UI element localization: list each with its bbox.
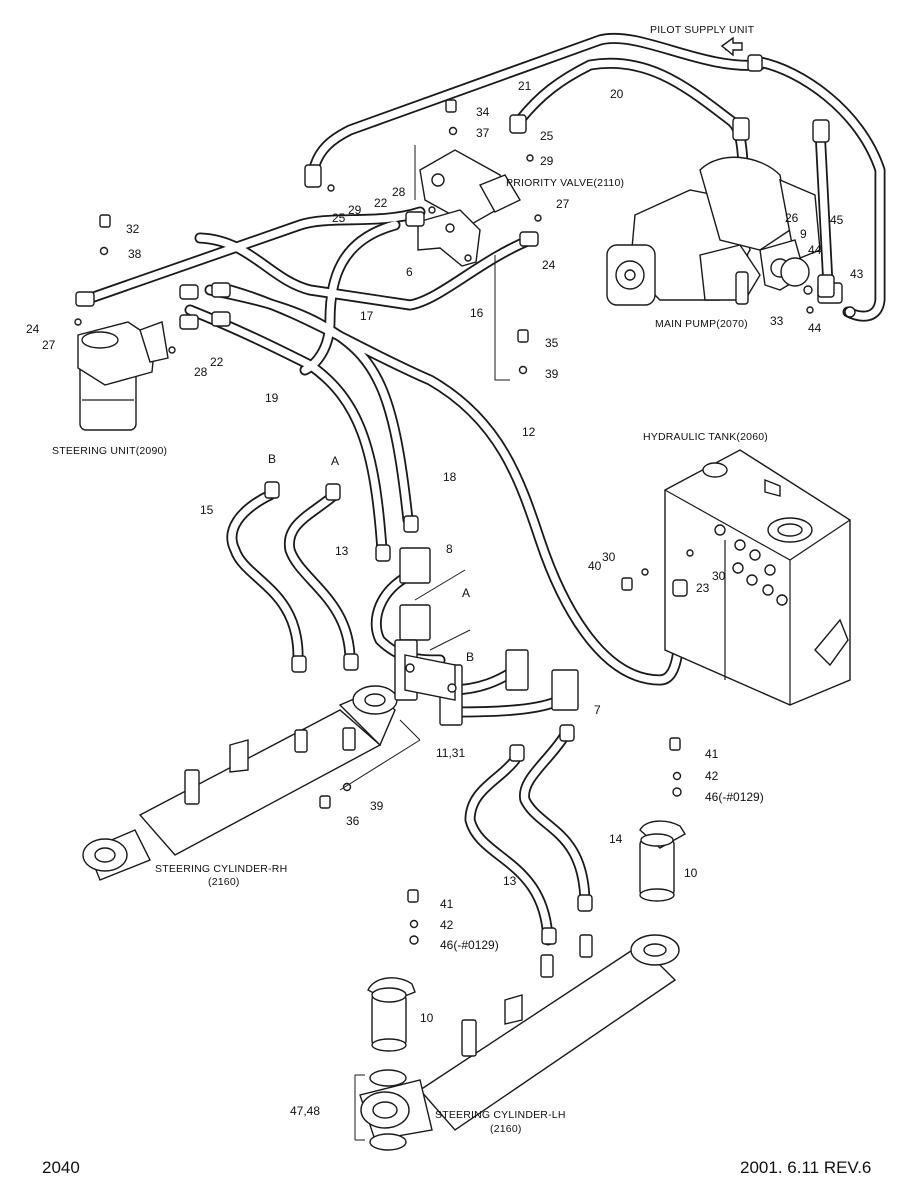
main-pump-label: MAIN PUMP(2070) <box>655 318 748 330</box>
callout: 39 <box>545 367 559 381</box>
priority-valve <box>417 149 521 267</box>
callout: 11,31 <box>436 746 465 760</box>
steering-cylinder-lh <box>359 934 680 1151</box>
callout: 40 <box>588 559 602 573</box>
steering-cylinder-lh-code: (2160) <box>490 1123 522 1135</box>
callout: 19 <box>265 391 279 405</box>
callout: 42 <box>705 769 719 783</box>
callout: 37 <box>476 126 490 140</box>
callout: 13 <box>335 544 349 558</box>
left-arrow-icon <box>720 36 743 57</box>
callout: 24 <box>26 322 40 336</box>
callout: 34 <box>476 105 490 119</box>
callout: 16 <box>470 306 484 320</box>
callout: 21 <box>518 79 532 93</box>
priority-valve-label: PRIORITY VALVE(2110) <box>506 177 624 189</box>
callout: 26 <box>785 211 799 225</box>
callout-labels: 21 20 34 37 25 29 29 25 28 22 27 24 6 16… <box>26 79 864 1118</box>
callout: 8 <box>446 542 453 556</box>
hydraulic-tank-label: HYDRAULIC TANK(2060) <box>643 431 768 443</box>
callout: 22 <box>210 355 224 369</box>
main-pump <box>606 156 856 318</box>
callout: 6 <box>406 265 413 279</box>
callout: 41 <box>705 747 719 761</box>
callout: 25 <box>540 129 554 143</box>
callout: 44 <box>808 321 822 335</box>
callout: B <box>466 650 474 664</box>
callout: 10 <box>420 1011 434 1025</box>
callout: 14 <box>609 832 623 846</box>
callout: 27 <box>42 338 56 352</box>
steering-cylinder-rh-label: STEERING CYLINDER-RH <box>155 863 287 875</box>
callout: 15 <box>200 503 214 517</box>
steering-unit <box>77 321 169 431</box>
steering-cylinder-lh-label: STEERING CYLINDER-LH <box>435 1109 566 1121</box>
steering-cylinder-rh-code: (2160) <box>208 876 240 888</box>
callout: 46(-#0129) <box>705 790 764 804</box>
date-revision: 2001. 6.11 REV.6 <box>740 1158 871 1177</box>
king-pin-lower <box>367 977 416 1052</box>
callout: 7 <box>594 703 601 717</box>
callout: 9 <box>800 227 807 241</box>
callout: 41 <box>440 897 454 911</box>
callout: 29 <box>348 203 362 217</box>
callout: 46(-#0129) <box>440 938 499 952</box>
callout: 20 <box>610 87 624 101</box>
callout: 28 <box>194 365 208 379</box>
pilot-supply-unit-label: PILOT SUPPLY UNIT <box>650 24 755 36</box>
callout: 23 <box>696 581 710 595</box>
king-pin-upper <box>639 820 686 902</box>
fittings <box>74 54 835 945</box>
callout: 12 <box>522 425 536 439</box>
callout: 45 <box>830 213 844 227</box>
brackets <box>394 547 579 726</box>
callout: 28 <box>392 185 406 199</box>
callout: A <box>462 586 470 600</box>
callout: A <box>331 454 339 468</box>
callout: 44 <box>808 243 822 257</box>
steering-unit-label: STEERING UNIT(2090) <box>52 445 167 457</box>
callout: 29 <box>540 154 554 168</box>
callout: 32 <box>126 222 140 236</box>
callout: 43 <box>850 267 864 281</box>
callout: B <box>268 452 276 466</box>
leader-lines <box>339 44 741 1141</box>
callout: 13 <box>503 874 517 888</box>
callout: 42 <box>440 918 454 932</box>
callout: 10 <box>684 866 698 880</box>
callout: 33 <box>770 314 784 328</box>
page-number: 2040 <box>42 1158 80 1177</box>
callout: 18 <box>443 470 457 484</box>
callout: 38 <box>128 247 142 261</box>
hose-interiors <box>81 34 884 944</box>
callout: 39 <box>370 799 384 813</box>
callout: 24 <box>542 258 556 272</box>
hydraulic-tank <box>664 449 851 706</box>
callout: 47,48 <box>290 1104 320 1118</box>
callout: 36 <box>346 814 360 828</box>
callout: 22 <box>374 196 388 210</box>
callout: 35 <box>545 336 559 350</box>
callout: 27 <box>556 197 570 211</box>
callout: 25 <box>332 211 346 225</box>
callout: 30 <box>712 569 726 583</box>
callout: 30 <box>602 550 616 564</box>
callout: 17 <box>360 309 374 323</box>
steering-cylinder-rh <box>82 685 398 881</box>
